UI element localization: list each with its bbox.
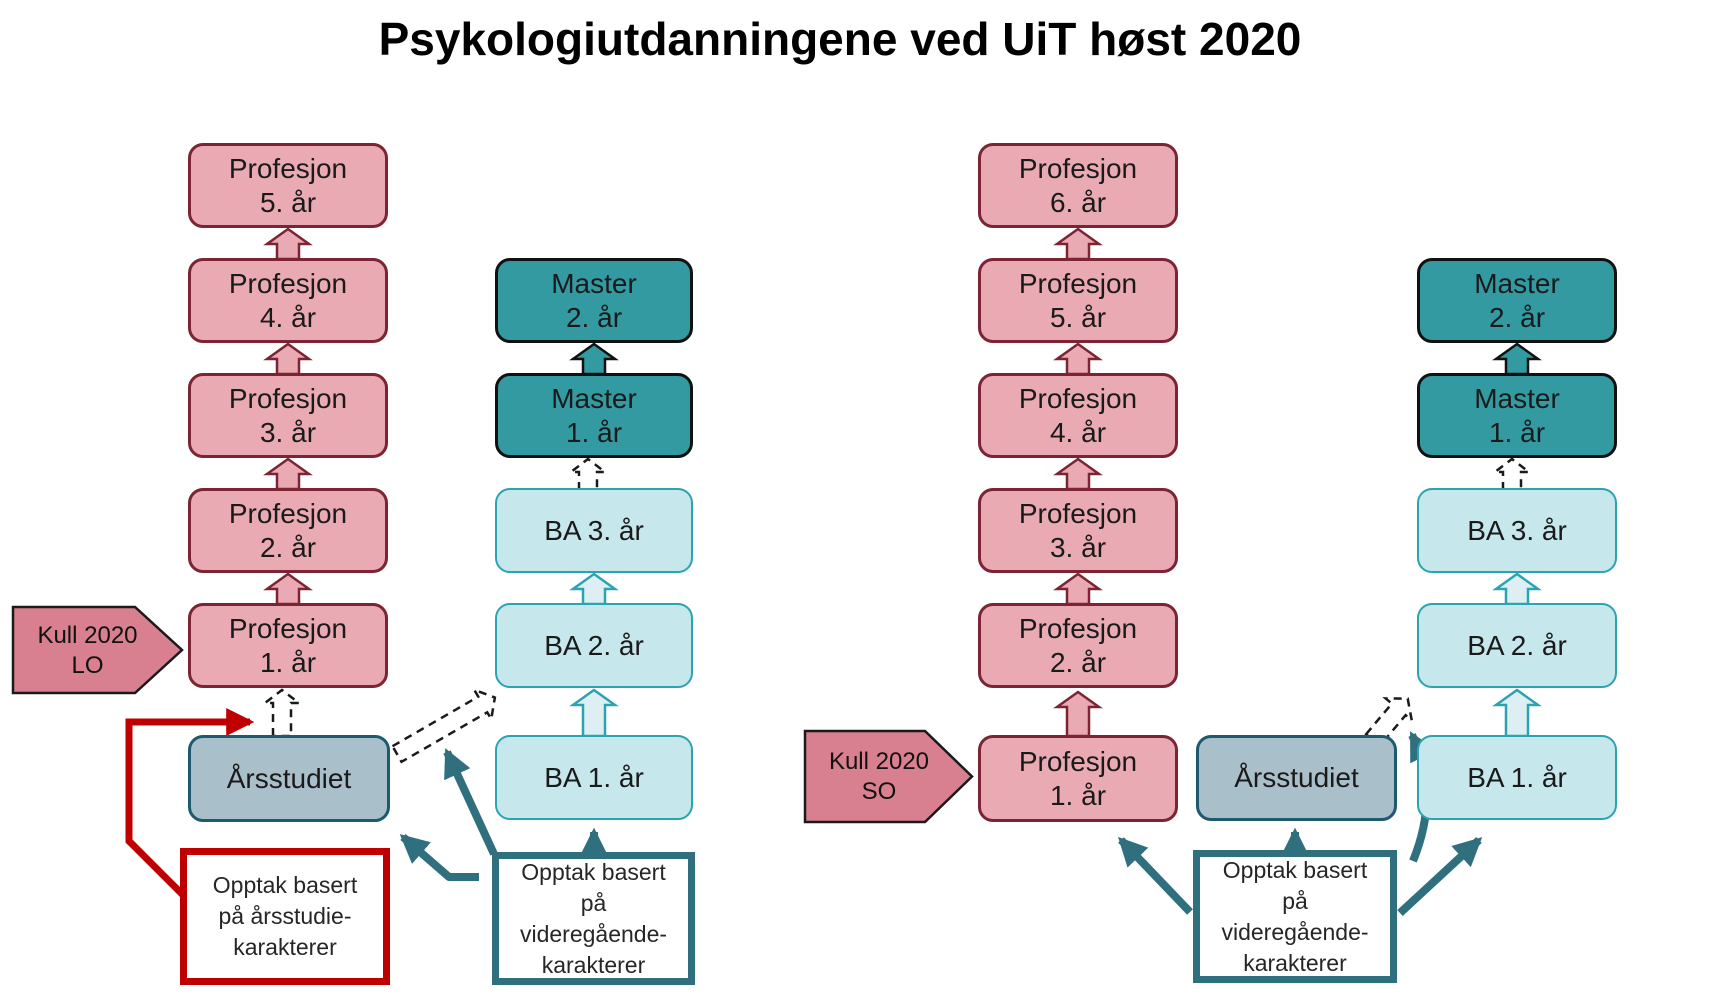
teal-arrow-right-to-profesjon1 [1118,836,1193,915]
arrow-ba-1-2-right [1492,688,1542,738]
kull-2020-so-pennant [803,729,974,824]
dashed-arrow-aarsstudiet-profesjon1-left [261,688,303,738]
dashed-arrow-ba3-master1-right [1491,457,1533,492]
box-profesjon-6-right: Profesjon 6. år [978,143,1178,228]
arrow-ba-2-3-left [569,572,619,606]
box-master-1-left: Master 1. år [495,373,693,458]
box-aarsstudiet-left: Årsstudiet [188,735,390,822]
note-opptak-videregaaende-left: Opptak basert på videregående- karaktere… [492,852,695,985]
red-admission-arrow [125,708,255,900]
box-ba-1-left: BA 1. år [495,735,693,820]
box-ba-2-left: BA 2. år [495,603,693,688]
box-ba-3-right: BA 3. år [1417,488,1617,573]
arrow-master-1-2-right [1492,342,1542,376]
dashed-arrow-aarsstudiet-ba2-left [390,687,497,764]
box-ba-1-right: BA 1. år [1417,735,1617,820]
arrow-profesjon-2-3-left [263,457,313,491]
block-arrows-group [261,227,1542,764]
note-opptak-aarsstudie: Opptak basert på årsstudie- karakterer [180,848,390,985]
box-ba-3-left: BA 3. år [495,488,693,573]
teal-arrow-left-to-aarsstudiet [399,833,479,881]
box-profesjon-1-right: Profesjon 1. år [978,735,1178,822]
arrow-ba-2-3-right [1492,572,1542,606]
box-master-1-right: Master 1. år [1417,373,1617,458]
arrow-profesjon-1-2-left [263,572,313,606]
arrow-profesjon-1-2-right [1053,690,1103,738]
arrow-profesjon-5-6-right [1053,227,1103,261]
teal-arrow-left-to-dashed-transition [443,748,498,856]
box-profesjon-5-right: Profesjon 5. år [978,258,1178,343]
box-profesjon-2-right: Profesjon 2. år [978,603,1178,688]
box-ba-2-right: BA 2. år [1417,603,1617,688]
box-profesjon-5-left: Profesjon 5. år [188,143,388,228]
dashed-arrow-ba3-master1-left [567,457,609,492]
arrow-profesjon-2-3-right [1053,572,1103,606]
box-master-2-right: Master 2. år [1417,258,1617,343]
box-profesjon-3-left: Profesjon 3. år [188,373,388,458]
kull-2020-lo-pennant [11,605,184,695]
kull-2020-lo-label: Kull 2020 LO [37,622,138,679]
kull-2020-so-label: Kull 2020 SO [828,748,930,805]
arrow-profesjon-4-5-right [1053,342,1103,376]
arrow-master-1-2-left [569,342,619,376]
box-aarsstudiet-right: Årsstudiet [1196,735,1397,821]
teal-arrow-right-to-ba1 [1397,837,1483,916]
arrow-profesjon-3-4-left [263,342,313,376]
box-profesjon-2-left: Profesjon 2. år [188,488,388,573]
note-opptak-videregaaende-right: Opptak basert på videregående- karaktere… [1193,850,1397,983]
box-master-2-left: Master 2. år [495,258,693,343]
box-profesjon-4-left: Profesjon 4. år [188,258,388,343]
arrow-profesjon-3-4-right [1053,457,1103,491]
box-profesjon-1-left: Profesjon 1. år [188,603,388,688]
arrow-ba-1-2-left [569,688,619,738]
box-profesjon-4-right: Profesjon 4. år [978,373,1178,458]
box-profesjon-3-right: Profesjon 3. år [978,488,1178,573]
page-title: Psykologiutdanningene ved UiT høst 2020 [378,13,1302,65]
arrow-profesjon-4-5-left [263,227,313,261]
